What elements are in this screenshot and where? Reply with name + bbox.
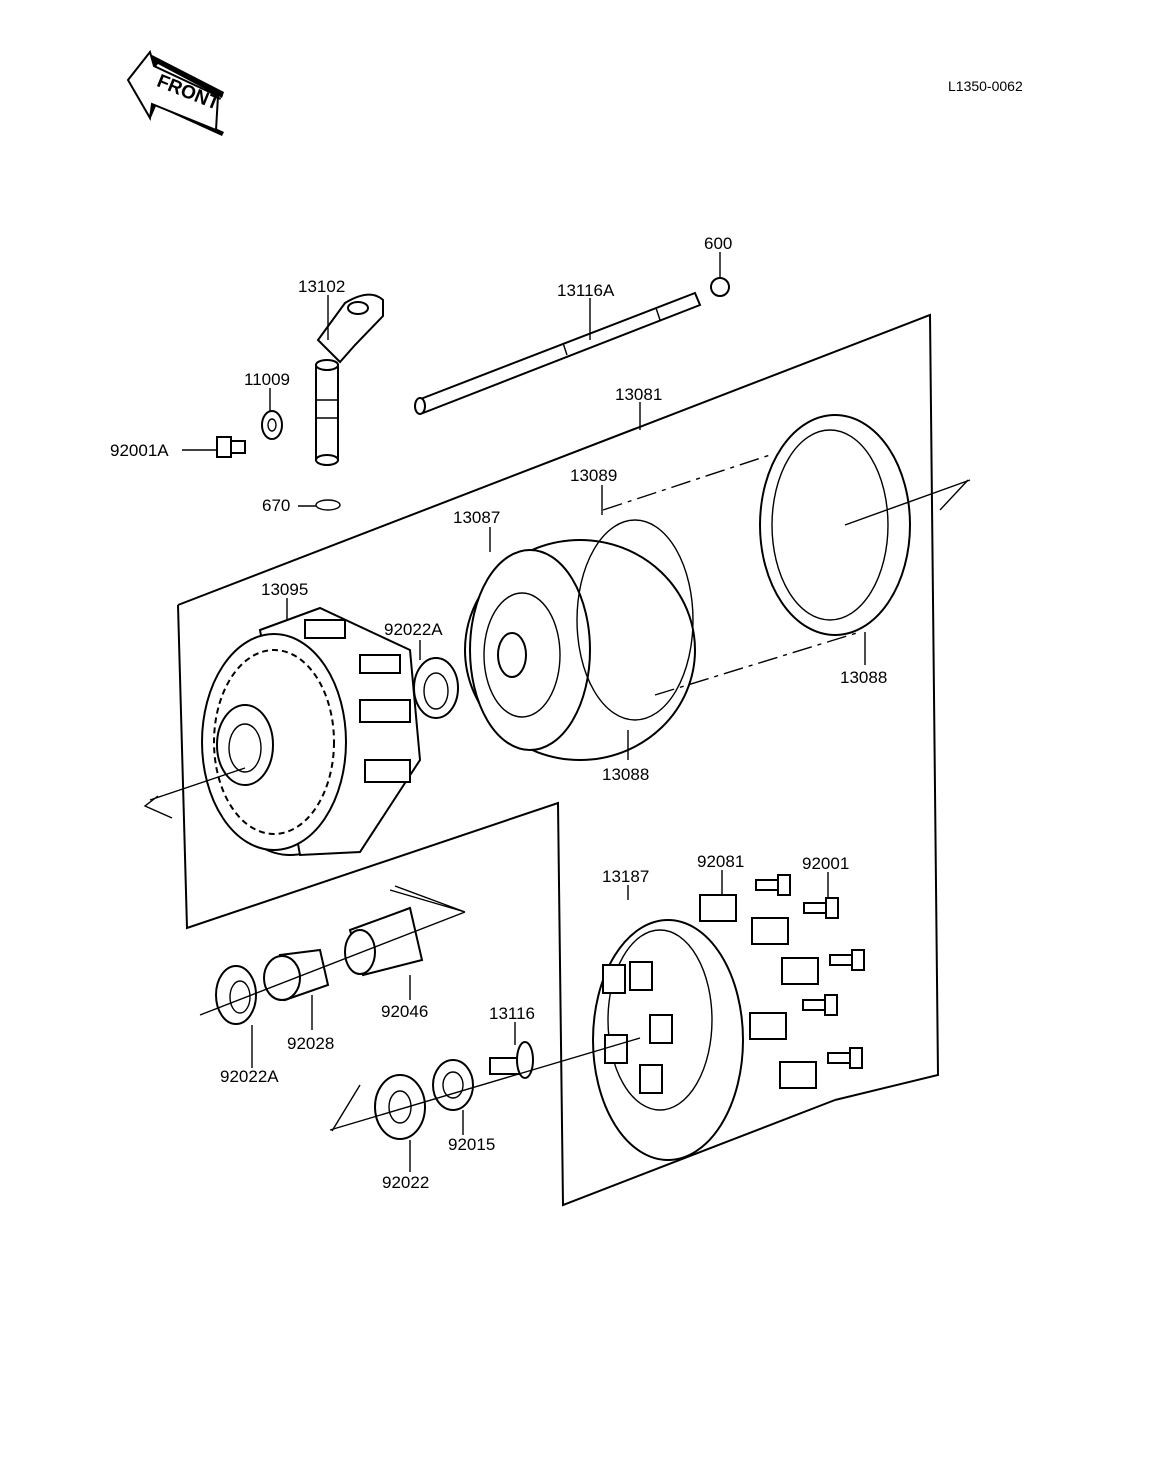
label-13088-middle: 13088 — [602, 765, 649, 784]
label-13087: 13087 — [453, 508, 500, 527]
label-13088-right: 13088 — [840, 668, 887, 687]
nut-92015 — [432, 1059, 474, 1111]
label-92022: 92022 — [382, 1173, 429, 1192]
label-92022A-upper: 92022A — [384, 620, 443, 639]
bolt-92001A — [216, 436, 246, 458]
label-13187: 13187 — [602, 867, 649, 886]
label-13116: 13116 — [489, 1004, 535, 1023]
label-92046: 92046 — [381, 1002, 428, 1021]
needle-bearing-92046 — [344, 906, 424, 977]
friction-plate-13089 — [576, 519, 694, 721]
clutch-hub-13087 — [464, 539, 696, 761]
label-600: 600 — [704, 234, 732, 253]
oil-seal-11009 — [261, 410, 283, 440]
clutch-housing-13095 — [201, 606, 422, 857]
pushrod-13116A — [414, 291, 702, 415]
label-13102: 13102 — [298, 277, 345, 296]
release-lever-13102 — [315, 293, 384, 466]
friction-plate-13088 — [759, 414, 911, 636]
label-13089: 13089 — [570, 466, 617, 485]
part-labels: 600 13102 13116A 11009 13081 92001A 670 … — [110, 234, 887, 1192]
label-92028: 92028 — [287, 1034, 334, 1053]
label-92022A-lower: 92022A — [220, 1067, 279, 1086]
label-92001A: 92001A — [110, 441, 169, 460]
label-11009: 11009 — [244, 370, 290, 389]
label-13081: 13081 — [615, 385, 662, 404]
label-13116A: 13116A — [557, 281, 615, 300]
pressure-plate-13187 — [592, 919, 744, 1161]
label-92001: 92001 — [802, 854, 849, 873]
label-670: 670 — [262, 496, 290, 515]
washer-92022A-upper — [413, 657, 459, 719]
lock-washer-92022 — [374, 1074, 426, 1140]
axis-lines — [143, 454, 971, 1132]
bolts-92001 — [755, 874, 865, 1069]
steel-ball-600 — [710, 277, 730, 297]
pushrod-13116 — [489, 1041, 534, 1079]
label-13095: 13095 — [261, 580, 308, 599]
document-code: L1350-0062 — [948, 78, 1023, 94]
label-92015: 92015 — [448, 1135, 495, 1154]
clutch-springs-92081 — [699, 894, 819, 1089]
front-arrow-icon: FRONT — [126, 49, 224, 136]
assembly-outline — [177, 313, 940, 1207]
label-92081: 92081 — [697, 852, 744, 871]
o-ring-670 — [315, 499, 341, 511]
leader-lines — [182, 252, 866, 1172]
